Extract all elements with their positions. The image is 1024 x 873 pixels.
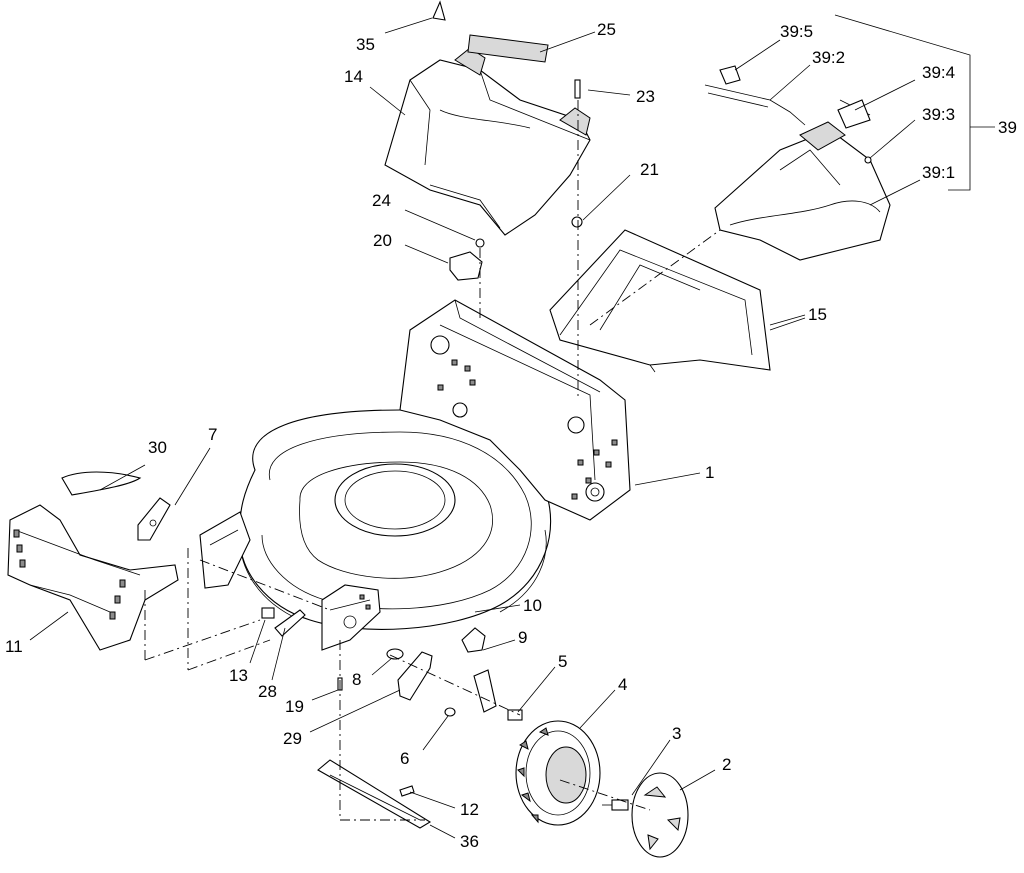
leader-lines [29, 14, 995, 839]
alignment-lines [144, 100, 721, 821]
label-19: 19 [285, 697, 304, 716]
label-39-1: 39:1 [922, 163, 955, 182]
label-39-5: 39:5 [780, 22, 813, 41]
label-23: 23 [636, 87, 655, 106]
label-10: 10 [523, 596, 542, 615]
label-28: 28 [258, 682, 277, 701]
label-3: 3 [672, 724, 681, 743]
callout-labels: 35 25 14 23 21 24 20 15 39:5 39:2 39:4 3… [5, 20, 1017, 851]
label-39: 39 [998, 118, 1017, 137]
label-1: 1 [705, 463, 714, 482]
side-discharge [7, 471, 179, 651]
label-30: 30 [148, 438, 167, 457]
label-21: 21 [640, 160, 659, 179]
label-11: 11 [5, 637, 23, 656]
label-24: 24 [372, 191, 391, 210]
label-39-3: 39:3 [922, 105, 955, 124]
label-25: 25 [597, 20, 616, 39]
height-adjust-plate [199, 511, 381, 651]
label-14: 14 [344, 67, 363, 86]
grass-chute [549, 229, 806, 373]
hub-cap [631, 772, 689, 858]
grass-bag-assembly [704, 65, 891, 261]
label-8: 8 [352, 670, 361, 689]
label-39-2: 39:2 [812, 48, 845, 67]
label-29: 29 [283, 729, 302, 748]
label-6: 6 [400, 749, 409, 768]
label-15: 15 [808, 305, 827, 324]
label-4: 4 [618, 675, 627, 694]
label-13: 13 [229, 666, 248, 685]
label-2: 2 [722, 755, 731, 774]
label-35: 35 [356, 35, 375, 54]
label-9: 9 [518, 628, 527, 647]
label-12: 12 [460, 800, 479, 819]
label-20: 20 [373, 231, 392, 250]
mower-deck [239, 299, 701, 630]
rear-cover [384, 47, 591, 281]
label-36: 36 [460, 832, 479, 851]
label-7: 7 [208, 425, 217, 444]
rear-wheel [515, 720, 601, 826]
label-39-4: 39:4 [922, 63, 955, 82]
label-5: 5 [558, 652, 567, 671]
